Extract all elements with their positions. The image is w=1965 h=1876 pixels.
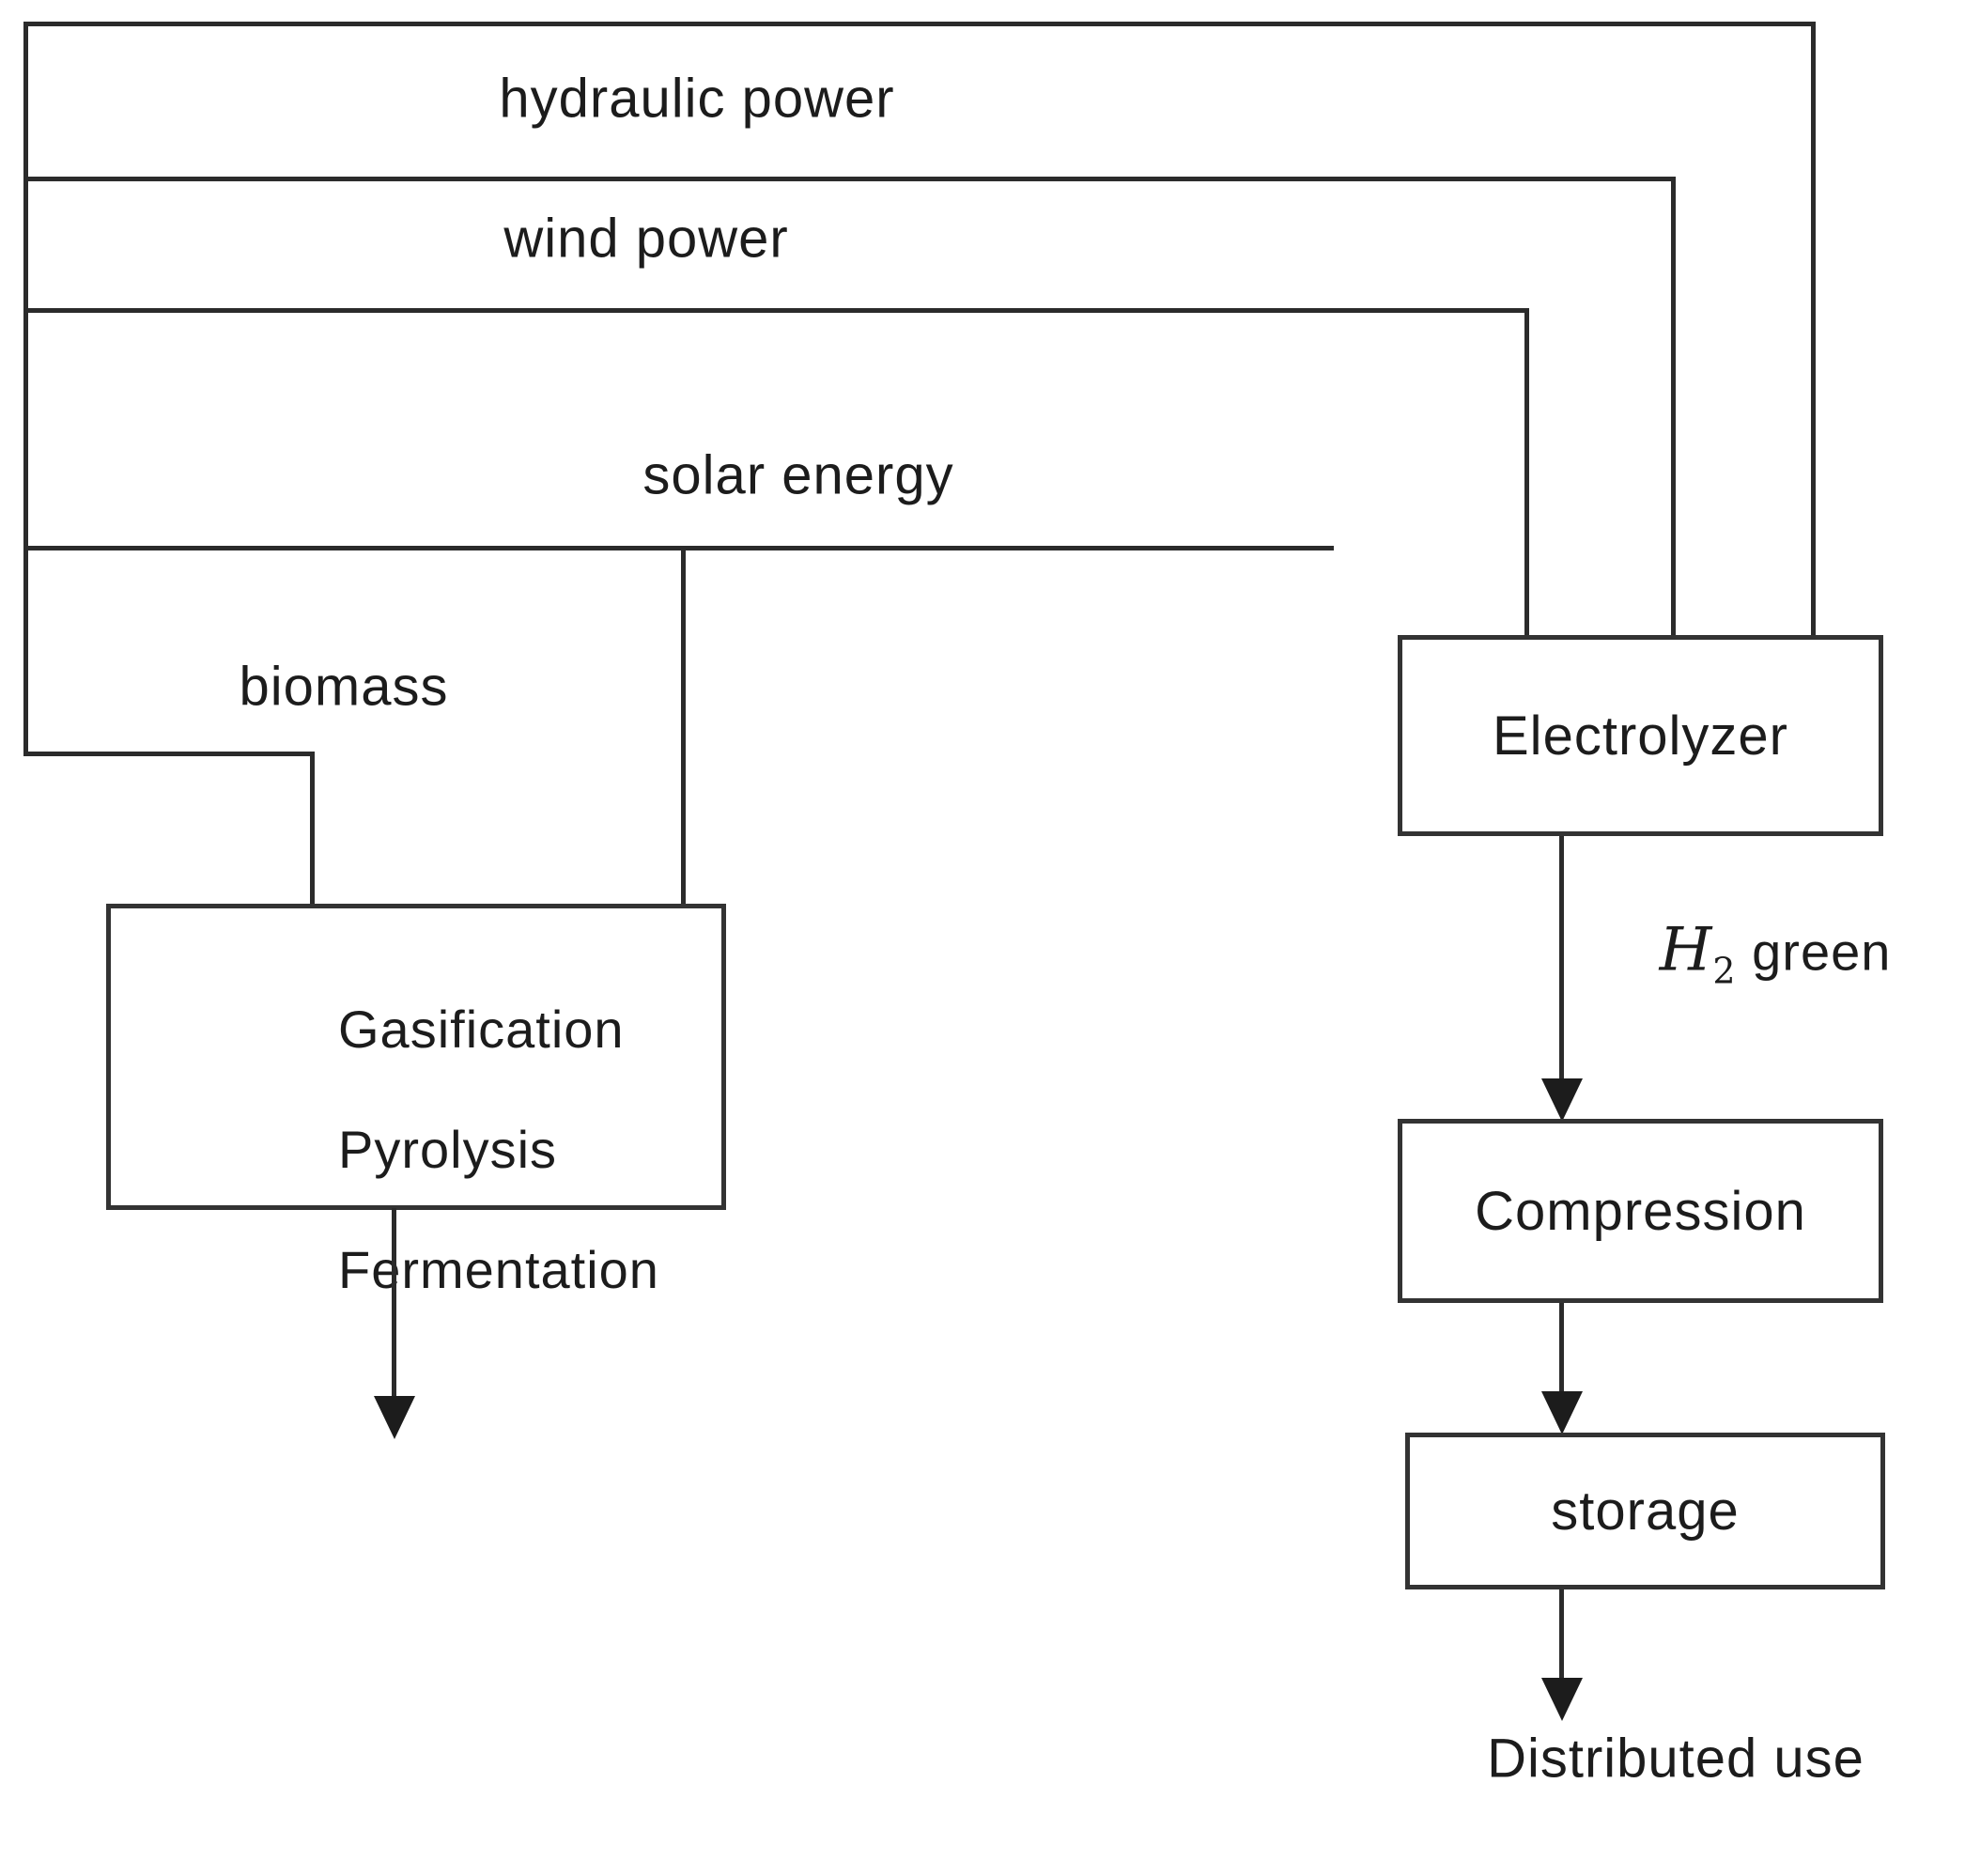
hydraulic-power-drop-line: [1811, 22, 1816, 639]
storage-to-use-arrowhead-icon: [1541, 1678, 1583, 1721]
pyrolysis-text: Pyrolysis: [338, 1120, 558, 1179]
h2-symbol: H: [1659, 915, 1713, 985]
solar-energy-drop-line: [1524, 308, 1529, 639]
biomass-step-drop-line: [310, 752, 315, 907]
electrolyzer-label: Electrolyzer: [1493, 705, 1788, 767]
electrolyzer-to-compression-arrowhead-icon: [1541, 1078, 1583, 1122]
biomass-output-arrowhead-icon: [374, 1396, 415, 1439]
electrolyzer-to-compression-line: [1559, 836, 1564, 1082]
storage-label: storage: [1551, 1481, 1740, 1542]
biomass-step-line: [23, 752, 315, 756]
collector-line: [23, 546, 1334, 550]
biomass-process-label: Gasification Pyrolysis Fermentation: [338, 939, 659, 1360]
wind-power-line: [23, 177, 1676, 181]
compression-box: Compression: [1398, 1119, 1883, 1303]
electrolyzer-box: Electrolyzer: [1398, 635, 1883, 836]
compression-label: Compression: [1475, 1180, 1806, 1242]
hydraulic-power-label: hydraulic power: [499, 68, 895, 130]
fermentation-text: Fermentation: [338, 1240, 659, 1299]
solar-energy-label: solar energy: [642, 444, 954, 506]
storage-to-use-line: [1559, 1589, 1564, 1680]
h2-suffix: green: [1736, 922, 1892, 982]
distributed-use-label: Distributed use: [1487, 1728, 1864, 1790]
biomass-label: biomass: [239, 656, 449, 718]
biomass-output-arrow-line: [392, 1208, 396, 1396]
gasification-text: Gasification: [338, 1000, 625, 1059]
wind-power-label: wind power: [503, 208, 789, 270]
solar-energy-line: [23, 308, 1529, 313]
h2-subscript: 2: [1712, 950, 1737, 992]
collector-branch-line: [681, 546, 686, 907]
biomass-process-box: [106, 904, 726, 1210]
compression-to-storage-arrowhead-icon: [1541, 1391, 1583, 1434]
hydraulic-power-line: [23, 22, 1816, 26]
h2-green-label: H2 green: [1660, 916, 1892, 992]
left-spine-line: [23, 22, 28, 756]
storage-box: storage: [1405, 1433, 1885, 1589]
compression-to-storage-line: [1559, 1303, 1564, 1393]
wind-power-drop-line: [1671, 177, 1676, 639]
